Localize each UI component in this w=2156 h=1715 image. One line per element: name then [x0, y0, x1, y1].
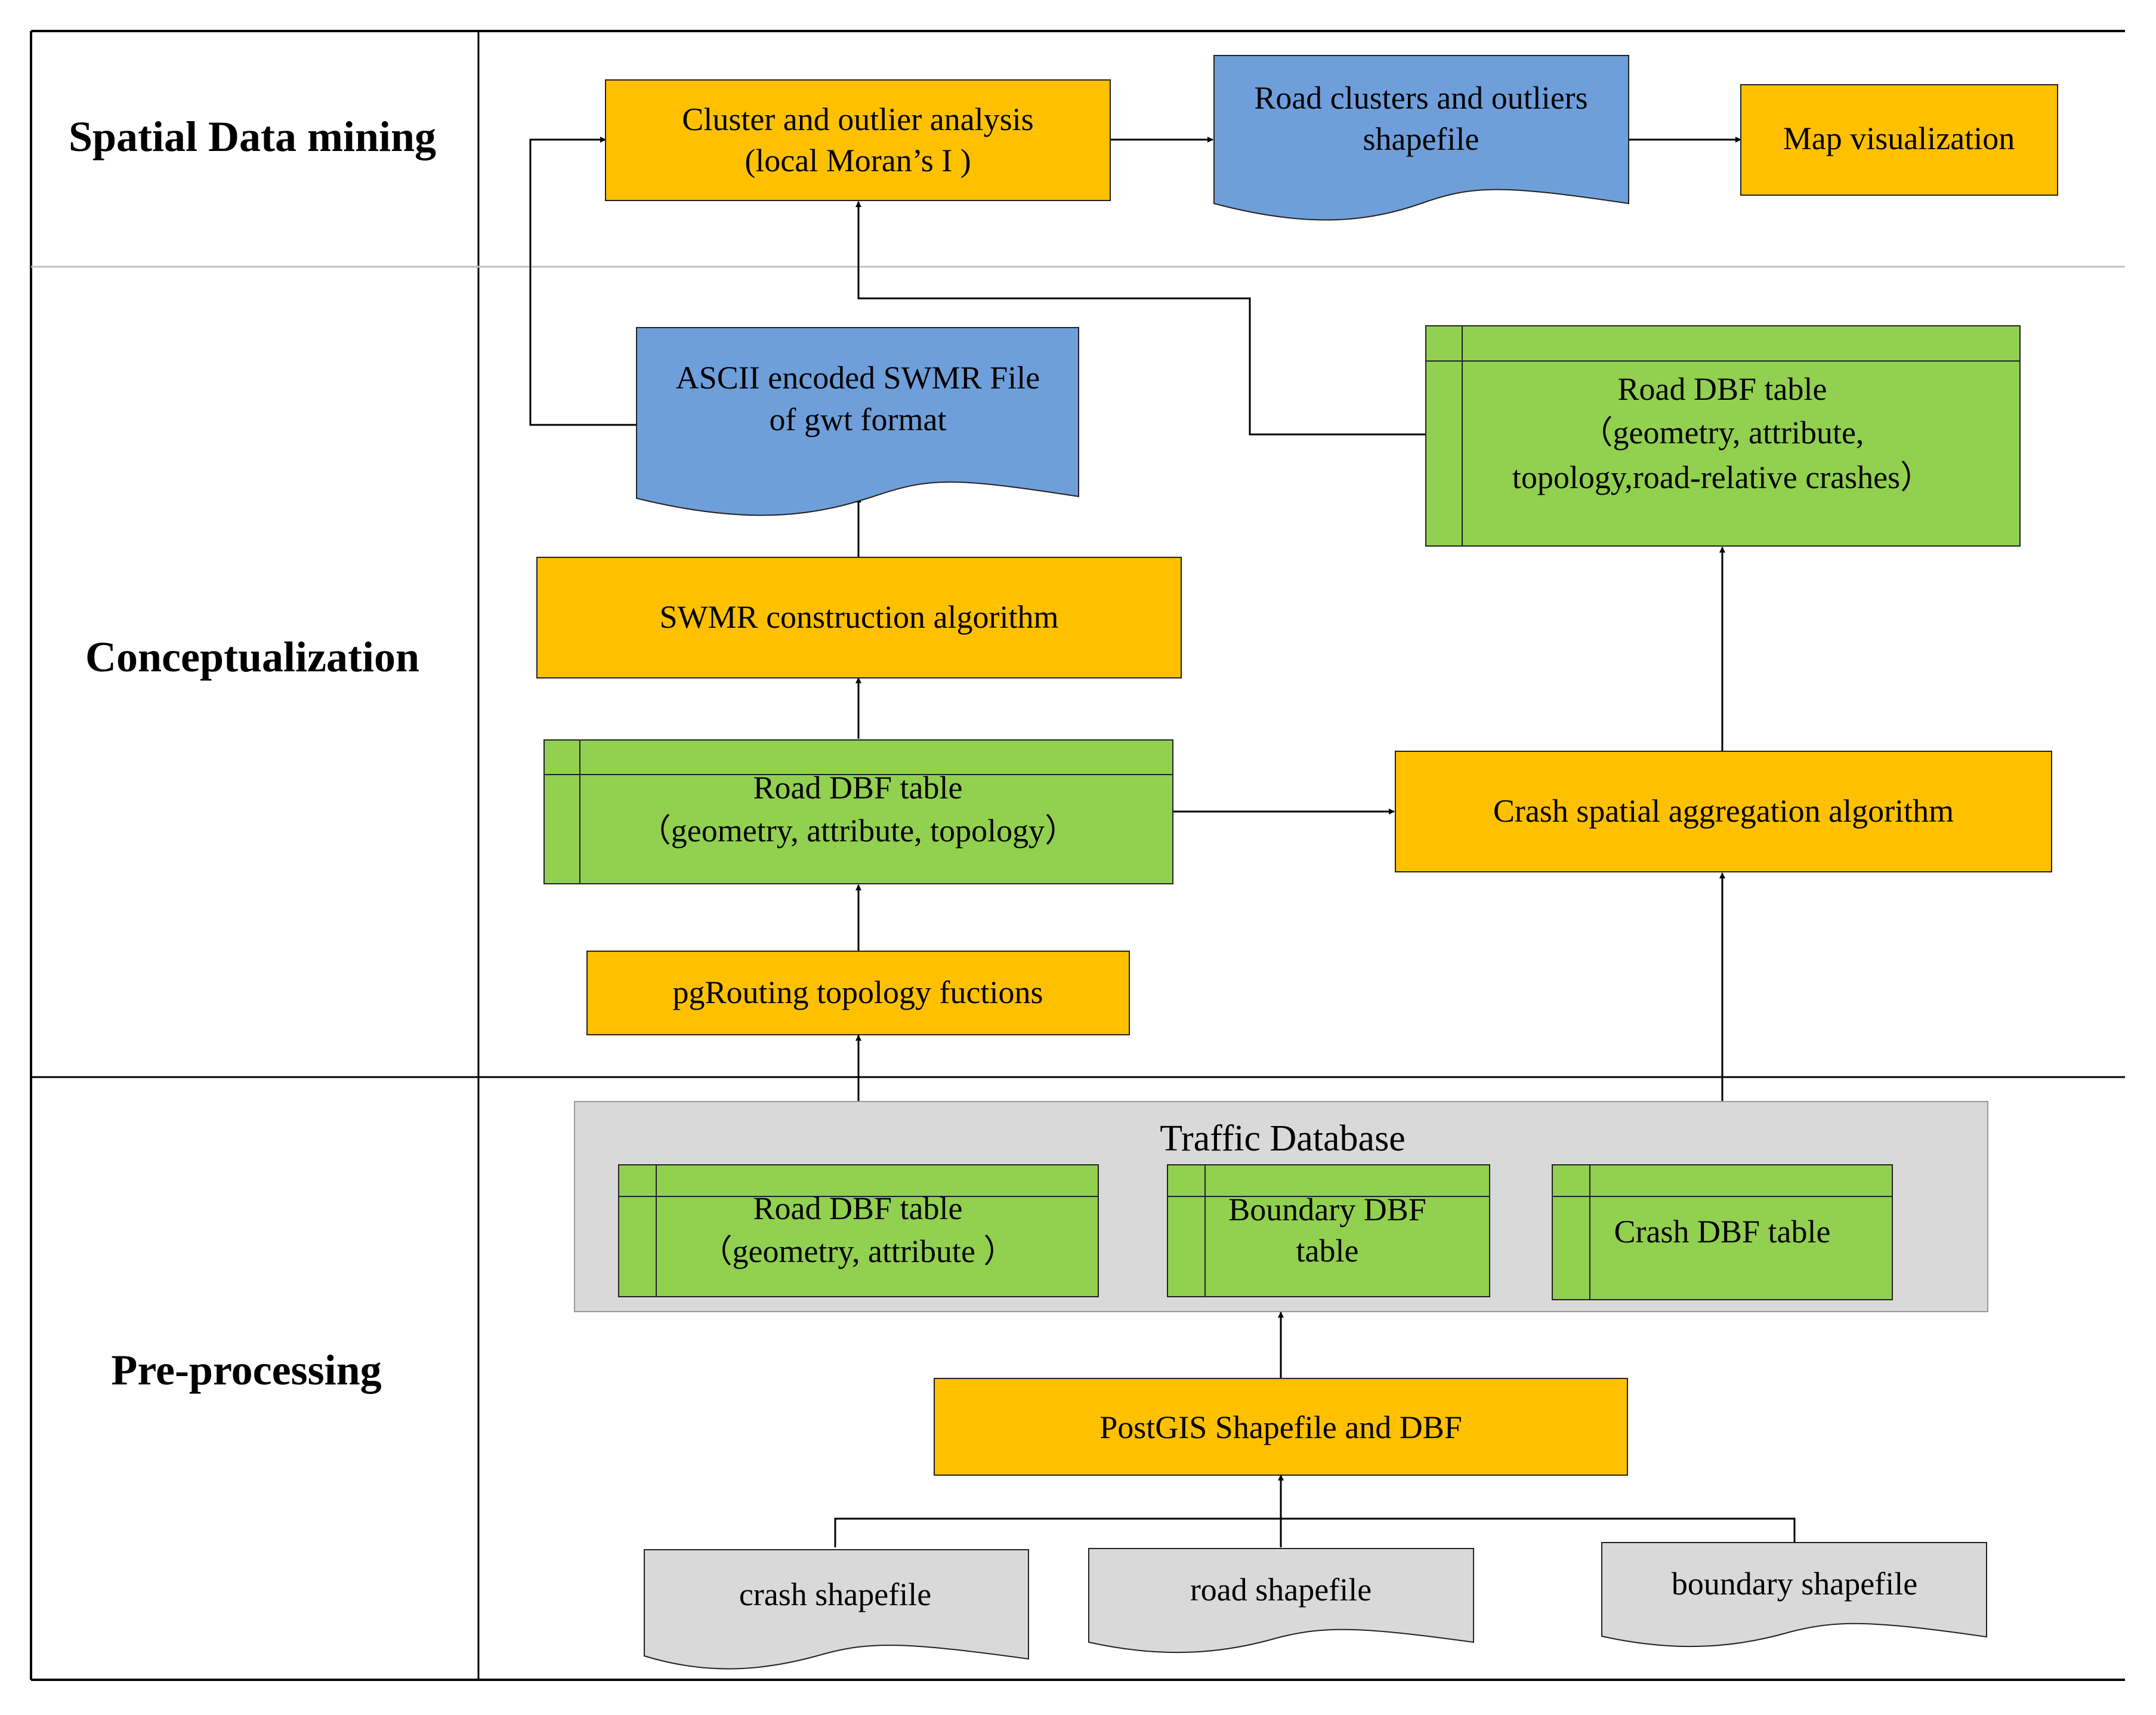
swmr-construction-label: SWMR construction algorithm [660, 599, 1059, 635]
road-clusters-line-1: Road clusters and outliers [1254, 80, 1587, 116]
cluster-analysis-line-2: (local Moran’s I ) [745, 143, 971, 178]
process-crash-spatial-aggregation [1395, 751, 2052, 872]
ascii-file-line-2: of gwt format [770, 402, 947, 437]
table-road-dbf-geometry [618, 1164, 1099, 1297]
lane-label-pre-processing: Pre-processing [111, 1346, 381, 1394]
lane-label-conceptualization: Conceptualization [85, 633, 419, 681]
connectors [529, 137, 1796, 1547]
process-pgrouting-topology [586, 951, 1130, 1035]
cluster-analysis-line-1: Cluster and outlier analysis [682, 101, 1033, 137]
lane-label-spatial-data-mining: Spatial Data mining [69, 113, 436, 161]
postgis-label: PostGIS Shapefile and DBF [1099, 1409, 1462, 1445]
connector-shapefiles-merge [834, 1517, 1796, 1547]
road-dbf-full-line-1: Road DBF table [1618, 371, 1827, 407]
document-road-shapefile [1088, 1548, 1474, 1654]
table-boundary-dbf [1167, 1164, 1490, 1297]
ascii-file-line-1: ASCII encoded SWMR File [676, 360, 1040, 396]
process-swmr-construction [536, 557, 1182, 678]
road-dbf-topology-line-2: （geometry, attribute, topology） [639, 813, 1077, 849]
road-dbf-full-line-2: （geometry, attribute, [1581, 415, 1864, 451]
crash-shapefile-label: crash shapefile [739, 1577, 931, 1612]
document-ascii-swmr-file [636, 327, 1079, 516]
boundary-shapefile-label: boundary shapefile [1672, 1566, 1917, 1602]
connector-ascii-to-cluster [529, 137, 637, 426]
document-road-clusters-outliers-shapefile [1213, 55, 1629, 221]
boundary-dbf-line-2: table [1296, 1233, 1359, 1269]
table-crash-dbf [1552, 1164, 1893, 1300]
road-dbf-geometry-line-2: （geometry, attribute ） [700, 1233, 1016, 1269]
process-map-visualization [1740, 84, 2058, 196]
swimlane-frame [30, 30, 2125, 1681]
table-road-dbf-full [1425, 325, 2021, 547]
road-dbf-geometry-line-1: Road DBF table [753, 1190, 963, 1226]
road-shapefile-label: road shapefile [1190, 1572, 1372, 1608]
process-cluster-outlier-analysis [605, 79, 1111, 201]
table-road-dbf-topology [543, 739, 1173, 884]
crash-dbf-label: Crash DBF table [1614, 1214, 1831, 1250]
pgrouting-label: pgRouting topology fuctions [673, 974, 1043, 1010]
map-visualization-label: Map visualization [1783, 121, 2015, 156]
connector-road-full-to-cluster [855, 201, 1426, 436]
road-dbf-topology-line-1: Road DBF table [753, 770, 963, 806]
document-boundary-shapefile [1601, 1542, 1987, 1648]
traffic-database-title: Traffic Database [1160, 1118, 1405, 1159]
crash-aggregation-label: Crash spatial aggregation algorithm [1493, 793, 1954, 829]
road-dbf-full-line-3: topology,road-relative crashes） [1512, 459, 1932, 495]
road-clusters-line-2: shapefile [1363, 121, 1479, 157]
process-postgis-shapefile-dbf [934, 1378, 1628, 1476]
boundary-dbf-line-1: Boundary DBF [1228, 1192, 1426, 1227]
document-crash-shapefile [644, 1549, 1029, 1670]
